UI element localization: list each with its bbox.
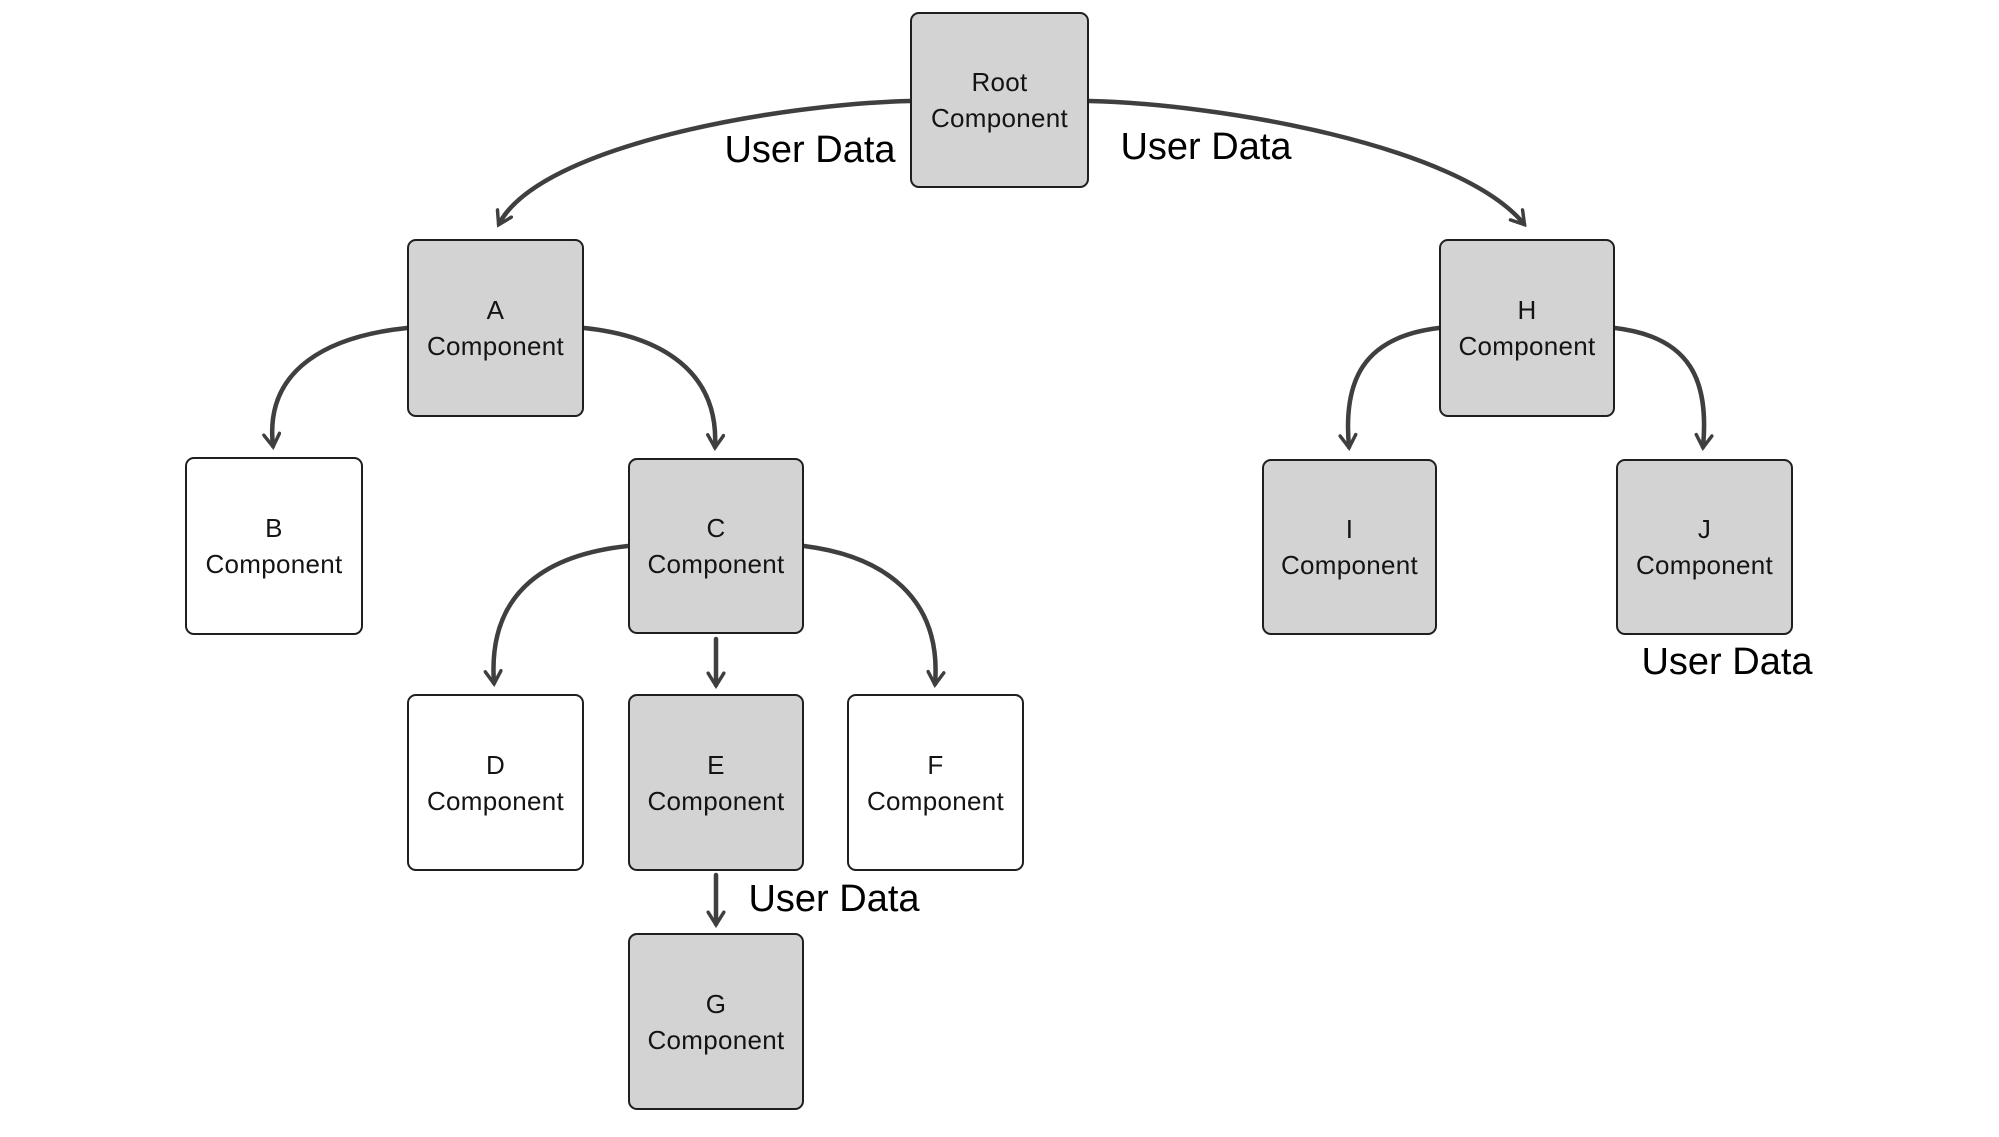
component-node-label: A Component <box>427 292 564 364</box>
component-node-g: G Component <box>628 933 804 1110</box>
component-node-label: D Component <box>427 747 564 819</box>
component-node-type: Component <box>205 549 343 579</box>
edge-arrow-a-to-c <box>581 325 715 447</box>
component-node-root: Root Component <box>910 12 1089 188</box>
component-node-type: Component <box>647 549 785 579</box>
component-node-label: Root Component <box>931 64 1068 136</box>
edge-label-user-data-root-a: User Data <box>724 129 896 171</box>
component-node-name: A <box>486 295 505 325</box>
edge-arrow-h-to-i <box>1348 325 1442 447</box>
component-node-name: E <box>707 749 725 780</box>
component-node-j: J Component <box>1616 459 1793 635</box>
edge-arrow-c-to-f <box>801 543 936 684</box>
component-node-d: D Component <box>407 694 584 871</box>
edge-arrow-a-to-b <box>272 325 410 446</box>
component-node-label: J Component <box>1636 511 1773 583</box>
component-node-name: Root <box>971 67 1028 97</box>
component-node-label: F Component <box>867 747 1004 819</box>
component-node-type: Component <box>426 331 565 361</box>
component-node-label: C Component <box>647 510 784 582</box>
edge-label-user-data-j: User Data <box>1641 641 1813 683</box>
component-node-i: I Component <box>1262 459 1437 635</box>
component-node-e: E Component <box>628 694 804 871</box>
component-node-f: F Component <box>847 694 1024 871</box>
component-node-label: I Component <box>1281 511 1418 583</box>
component-node-label: E Component <box>647 747 784 819</box>
component-node-type: Component <box>647 785 785 816</box>
component-node-type: Component <box>866 785 1005 816</box>
component-node-b: B Component <box>185 457 363 635</box>
component-node-type: Component <box>1280 550 1419 580</box>
edge-label-user-data-root-h: User Data <box>1120 126 1292 168</box>
component-node-name: D <box>485 749 506 780</box>
component-node-name: G <box>705 988 727 1019</box>
component-node-type: Component <box>647 1024 785 1055</box>
component-node-label: G Component <box>647 986 784 1058</box>
component-node-name: B <box>265 513 283 543</box>
component-node-name: I <box>1345 514 1354 544</box>
component-node-type: Component <box>426 785 565 816</box>
component-node-name: J <box>1697 514 1712 544</box>
component-node-a: A Component <box>407 239 584 417</box>
component-node-label: H Component <box>1458 292 1595 364</box>
edge-label-user-data-e-g: User Data <box>748 878 920 920</box>
component-node-c: C Component <box>628 458 804 634</box>
component-node-name: F <box>927 749 944 780</box>
component-node-name: C <box>706 513 726 543</box>
component-node-name: H <box>1517 295 1537 325</box>
component-node-h: H Component <box>1439 239 1615 417</box>
edge-arrow-h-to-j <box>1612 325 1704 447</box>
edge-arrow-c-to-d <box>493 543 631 683</box>
component-node-label: B Component <box>205 510 342 582</box>
component-node-type: Component <box>930 103 1069 133</box>
component-node-type: Component <box>1635 550 1774 580</box>
component-node-type: Component <box>1458 331 1596 361</box>
